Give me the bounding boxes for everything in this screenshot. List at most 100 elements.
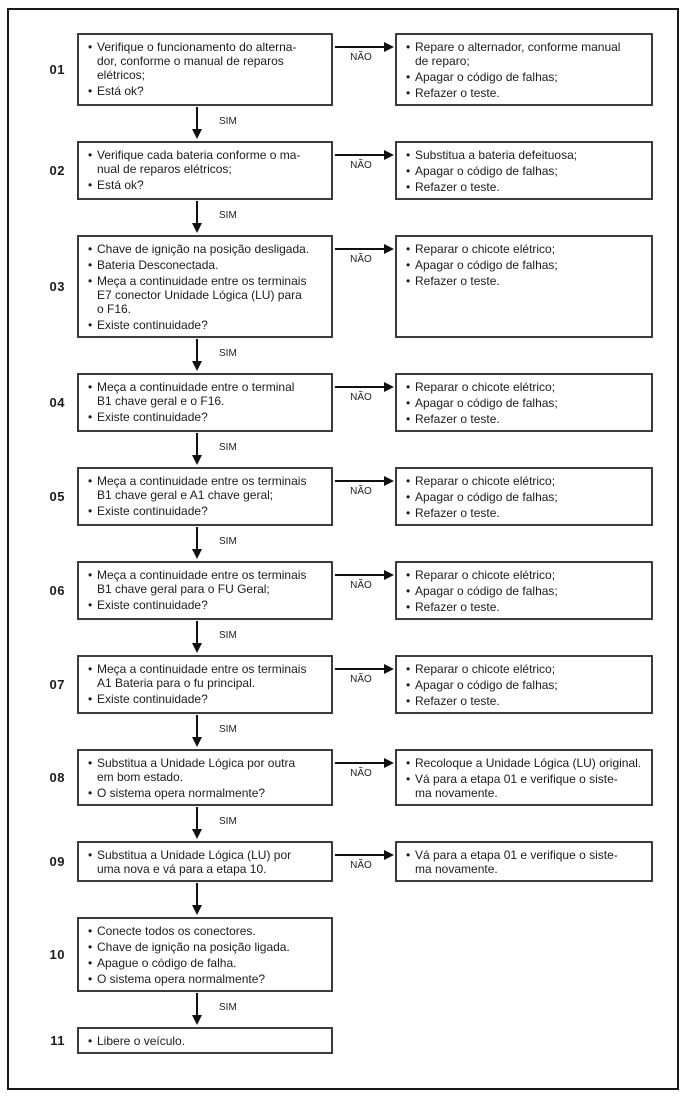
no-arrow-line <box>335 386 385 388</box>
bullet-lines: O sistema opera normalmente? <box>97 972 265 986</box>
no-label: NÃO <box>350 580 372 591</box>
down-arrow-line <box>196 807 198 830</box>
down-arrow-line <box>196 107 198 130</box>
down-arrow-head-icon <box>192 455 202 465</box>
bullet-icon: • <box>88 504 93 518</box>
bullet-lines: Apagar o código de falhas; <box>415 678 558 692</box>
text-line: Apagar o código de falhas; <box>415 164 558 178</box>
step-row: 07•Meça a continuidade entre os terminai… <box>9 655 682 714</box>
text-line: Existe continuidade? <box>97 598 208 612</box>
step-number: 05 <box>49 489 65 504</box>
text-line: nual de reparos elétricos; <box>97 162 232 176</box>
bullet-lines: Refazer o teste. <box>415 86 500 100</box>
down-arrow-line <box>196 339 198 362</box>
action-box: •Recoloque a Unidade Lógica (LU) origina… <box>395 749 653 806</box>
text-line: ma novamente. <box>415 786 498 800</box>
bullet-icon: • <box>88 242 93 256</box>
bullet-item: •Verifique cada bateria conforme o ma-nu… <box>88 148 328 176</box>
bullet-item: •Verifique o funcionamento do alterna-do… <box>88 40 328 82</box>
bullet-item: •Existe continuidade? <box>88 318 328 332</box>
bullet-item: •Chave de ignição na posição ligada. <box>88 940 328 954</box>
bullet-icon: • <box>406 380 411 394</box>
sim-label: SIM <box>219 1002 237 1013</box>
down-arrow-head-icon <box>192 905 202 915</box>
bullet-item: •Bateria Desconectada. <box>88 258 328 272</box>
bullet-item: • Vá para a etapa 01 e verifique o siste-… <box>406 772 648 800</box>
bullet-icon: • <box>406 148 411 162</box>
bullet-icon: • <box>88 972 93 986</box>
bullet-lines: Reparar o chicote elétrico; <box>415 242 555 256</box>
down-arrow-head-icon <box>192 1015 202 1025</box>
text-line: Existe continuidade? <box>97 318 208 332</box>
down-connector: SIM <box>9 338 682 373</box>
bullet-lines: Apagar o código de falhas; <box>415 164 558 178</box>
text-line: Reparar o chicote elétrico; <box>415 380 556 394</box>
bullet-icon: • <box>406 490 411 504</box>
bullet-icon: • <box>88 84 93 98</box>
text-line: o F16. <box>97 302 132 316</box>
text-line: Meça a continuidade entre os terminais <box>97 662 307 676</box>
no-arrow-head-icon <box>384 382 394 392</box>
down-arrow-head-icon <box>192 737 202 747</box>
bullet-item: •Substitua a bateria defeituosa; <box>406 148 648 162</box>
sim-label: SIM <box>219 210 237 221</box>
text-line: Apagar o código de falhas; <box>415 678 558 692</box>
bullet-item: •Refazer o teste. <box>406 600 648 614</box>
bullet-lines: Reparar o chicote elétrico; <box>415 568 555 582</box>
sim-label: SIM <box>219 116 237 127</box>
procedure-box: •Chave de ignição na posição desligada.•… <box>77 235 333 338</box>
text-line: uma nova e vá para a etapa 10. <box>97 862 267 876</box>
bullet-icon: • <box>88 956 93 970</box>
procedure-box: •Libere o veículo. <box>77 1027 333 1054</box>
text-line: B1 chave geral e A1 chave geral; <box>97 488 274 502</box>
bullet-icon: • <box>406 396 411 410</box>
no-arrow-line <box>335 762 385 764</box>
bullet-item: •O sistema opera normalmente? <box>88 786 328 800</box>
down-arrow-line <box>196 715 198 738</box>
text-line: Substitua a Unidade Lógica (LU) por <box>97 848 292 862</box>
step-row: 03 • Chave de ignição na posição desligada… <box>9 235 682 338</box>
text-line: Libere o veículo. <box>97 1034 186 1048</box>
text-line: Apague o código de falha. <box>97 956 237 970</box>
down-connector: SIM <box>9 106 682 141</box>
no-arrow-head-icon <box>384 244 394 254</box>
bullet-icon: • <box>406 506 411 520</box>
down-arrow-line <box>196 993 198 1016</box>
down-connector <box>9 882 682 917</box>
no-label: NÃO <box>350 674 372 685</box>
bullet-icon: • <box>406 848 411 862</box>
bullet-lines: Reparar o chicote elétrico; <box>415 380 555 394</box>
bullet-icon: • <box>406 772 411 786</box>
step-number: 11 <box>50 1033 65 1048</box>
down-connector: SIM <box>9 200 682 235</box>
text-line: Reparar o chicote elétrico; <box>415 662 556 676</box>
text-line: O sistema opera normalmente? <box>97 972 266 986</box>
bullet-lines: Está ok? <box>97 178 144 192</box>
text-line: Vá para a etapa 01 e verifique o siste- <box>415 772 618 786</box>
sim-label: SIM <box>219 348 237 359</box>
bullet-item: • Refazer o teste. <box>406 506 648 520</box>
bullet-icon: • <box>406 86 411 100</box>
step-number: 03 <box>49 279 65 294</box>
text-line: Existe continuidade? <box>97 692 208 706</box>
bullet-lines: Verifique o funcionamento do alterna-dor… <box>97 40 296 82</box>
bullet-lines: Chave de ignição na posição desligada. <box>97 242 309 256</box>
bullet-lines: Refazer o teste. <box>415 506 500 520</box>
bullet-lines: Existe continuidade? <box>97 598 208 612</box>
text-line: O sistema opera normalmente? <box>97 786 266 800</box>
bullet-item: • Apagar o código de falhas; <box>406 490 648 504</box>
text-line: Apagar o código de falhas; <box>415 258 558 272</box>
text-line: Vá para a etapa 01 e verifique o siste- <box>415 848 618 862</box>
no-connector: NÃO <box>333 467 395 526</box>
text-line: Refazer o teste. <box>415 412 500 426</box>
bullet-lines: Apagar o código de falhas; <box>415 490 558 504</box>
down-arrow-head-icon <box>192 361 202 371</box>
text-line: Existe continuidade? <box>97 410 208 424</box>
bullet-item: • Chave de ignição na posição desligada. <box>88 242 328 256</box>
